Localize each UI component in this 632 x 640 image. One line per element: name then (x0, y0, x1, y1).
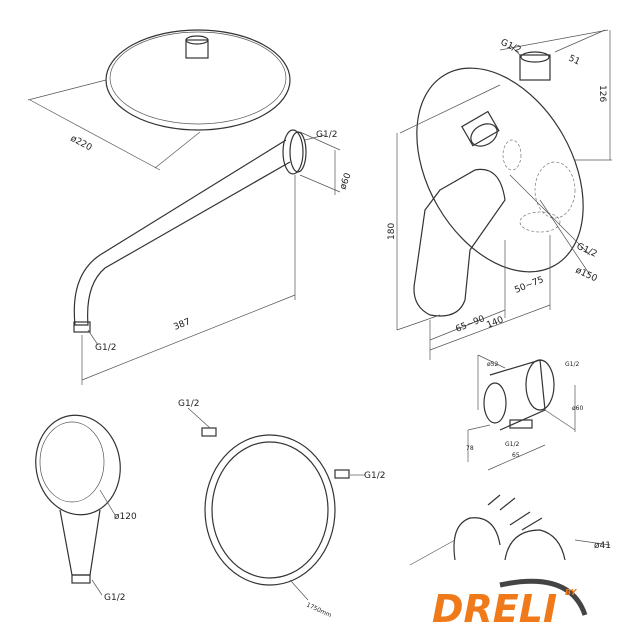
hose-length-label: 1750mm (305, 601, 333, 619)
shower-holder (409, 494, 611, 566)
outlet-height-label: ø60 (572, 405, 583, 412)
outlet-diameter-label: ø52 (487, 361, 498, 368)
total-depth-label: 140 (485, 315, 505, 331)
holder-diameter-label: ø41 (594, 541, 611, 551)
concealed-mixer (396, 29, 612, 360)
logo-text: DRELI (432, 587, 557, 631)
arm-length-label: 387 (172, 317, 192, 333)
arm-flange-diameter-label: ø60 (338, 171, 353, 191)
shower-arm (73, 129, 341, 385)
shower-hose (187, 407, 365, 601)
bracket-width-label: 51 (567, 54, 582, 68)
outlet-top-connection-label: G1/2 (565, 361, 579, 368)
hand-shower-connection-label: G1/2 (104, 593, 125, 603)
hose-left-connection-label: G1/2 (178, 399, 199, 409)
overhead-shower (27, 29, 291, 171)
outlet-bottom-connection-label: G1/2 (505, 441, 519, 448)
bracket-height-label: 126 (597, 85, 607, 102)
depth-range-2-label: 65~90 (454, 314, 486, 335)
overhead-diameter-label: ø220 (69, 134, 94, 154)
logo-by: BY (565, 588, 578, 597)
plate-diameter-label: ø150 (574, 266, 599, 285)
dreli-logo: DRELI BY (432, 578, 588, 631)
hose-right-connection-label: G1/2 (364, 471, 385, 481)
hand-shower (35, 414, 121, 596)
wall-outlet (467, 354, 576, 471)
outlet-offset-label: 78 (466, 445, 474, 452)
depth-range-1-label: 50~75 (513, 275, 545, 296)
outlet-length-label: 65 (512, 452, 520, 459)
mixer-height-label: 180 (387, 223, 397, 240)
arm-top-connection-label: G1/2 (316, 130, 337, 140)
hand-shower-diameter-label: ø120 (114, 512, 137, 522)
arm-end-connection-label: G1/2 (95, 343, 116, 353)
mixer-inlet-label: G1/2 (499, 38, 523, 56)
